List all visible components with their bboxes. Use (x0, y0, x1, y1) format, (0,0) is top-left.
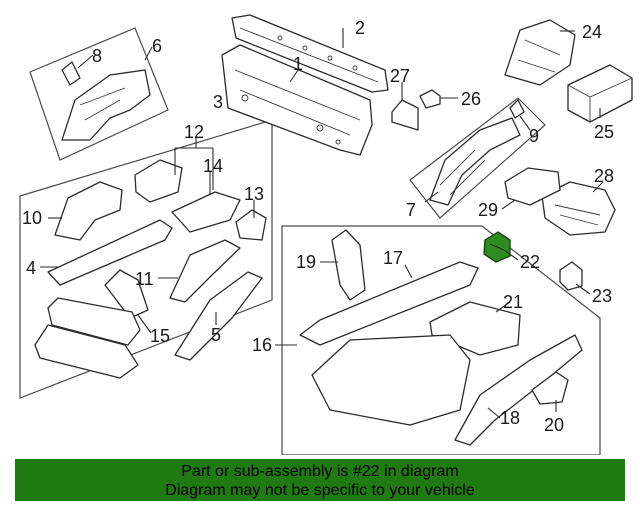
callout-26: 26 (461, 89, 481, 109)
part-5-rail (174, 271, 263, 361)
part-14-support (171, 191, 241, 233)
callout-25: 25 (594, 122, 614, 142)
part-25-block (567, 64, 633, 123)
part-17-crossmember (299, 261, 479, 346)
callout-12: 12 (184, 122, 204, 142)
part-28-spare-tub (541, 181, 616, 236)
part-20-bracket (531, 371, 569, 405)
callout-1: 1 (293, 54, 303, 74)
part-18-rail (454, 334, 583, 446)
callout-11: 11 (135, 269, 154, 289)
callout-28: 28 (594, 166, 614, 186)
callout-6: 6 (152, 36, 162, 56)
parts-diagram: 2 1 24 8 6 27 26 25 3 12 14 9 10 13 7 28… (19, 14, 633, 455)
callout-14: 14 (203, 156, 223, 176)
callout-5: 5 (211, 325, 221, 345)
part-3-panel (47, 297, 141, 346)
part-26-clip (419, 89, 441, 109)
part-8-bracket (61, 61, 81, 86)
part-11-rail (169, 239, 241, 303)
callout-21: 21 (503, 292, 523, 312)
part-13-bracket (235, 209, 267, 241)
part-2-upper-panel (231, 14, 389, 93)
callout-7: 7 (406, 200, 416, 220)
callout-18: 18 (500, 408, 520, 428)
banner-line-2: Diagram may not be specific to your vehi… (165, 482, 475, 499)
part-16-floor (311, 334, 471, 426)
callout-24: 24 (582, 22, 602, 42)
part-9-bracket (509, 99, 525, 119)
callout-19: 19 (296, 252, 316, 272)
callout-8: 8 (92, 46, 102, 66)
callout-29: 29 (478, 200, 498, 220)
callout-27: 27 (390, 66, 410, 86)
part-29-tray (504, 167, 561, 206)
callout-23: 23 (592, 286, 612, 306)
part-27-bracket (391, 99, 419, 131)
callout-17: 17 (383, 248, 403, 268)
part-3-floor-extension (34, 324, 139, 379)
part-10-wheelhouse (54, 181, 123, 241)
callout-22: 22 (520, 252, 540, 272)
part-1-rear-panel (221, 44, 373, 156)
callout-3: 3 (213, 92, 223, 112)
part-22-highlighted[interactable] (483, 231, 511, 263)
part-7-wheel-liner (429, 99, 525, 206)
callout-20: 20 (544, 415, 564, 435)
part-19-bracket (331, 229, 366, 301)
callout-10: 10 (22, 208, 42, 228)
notice-banner: Part or sub-assembly is #22 in diagram D… (15, 459, 625, 501)
callout-16: 16 (252, 335, 272, 355)
callout-13: 13 (244, 184, 264, 204)
callout-15: 15 (150, 326, 170, 346)
part-24-trim (504, 19, 576, 86)
banner-line-1: Part or sub-assembly is #22 in diagram (181, 463, 459, 480)
part-23-bracket (559, 261, 583, 291)
callout-2: 2 (355, 18, 365, 38)
part-4-rail (47, 219, 173, 286)
callout-9: 9 (529, 126, 539, 146)
callout-4: 4 (26, 258, 36, 278)
part-6-wheelhouse (61, 61, 151, 141)
leader-lines (40, 28, 604, 419)
part-12-bracket (134, 159, 183, 203)
